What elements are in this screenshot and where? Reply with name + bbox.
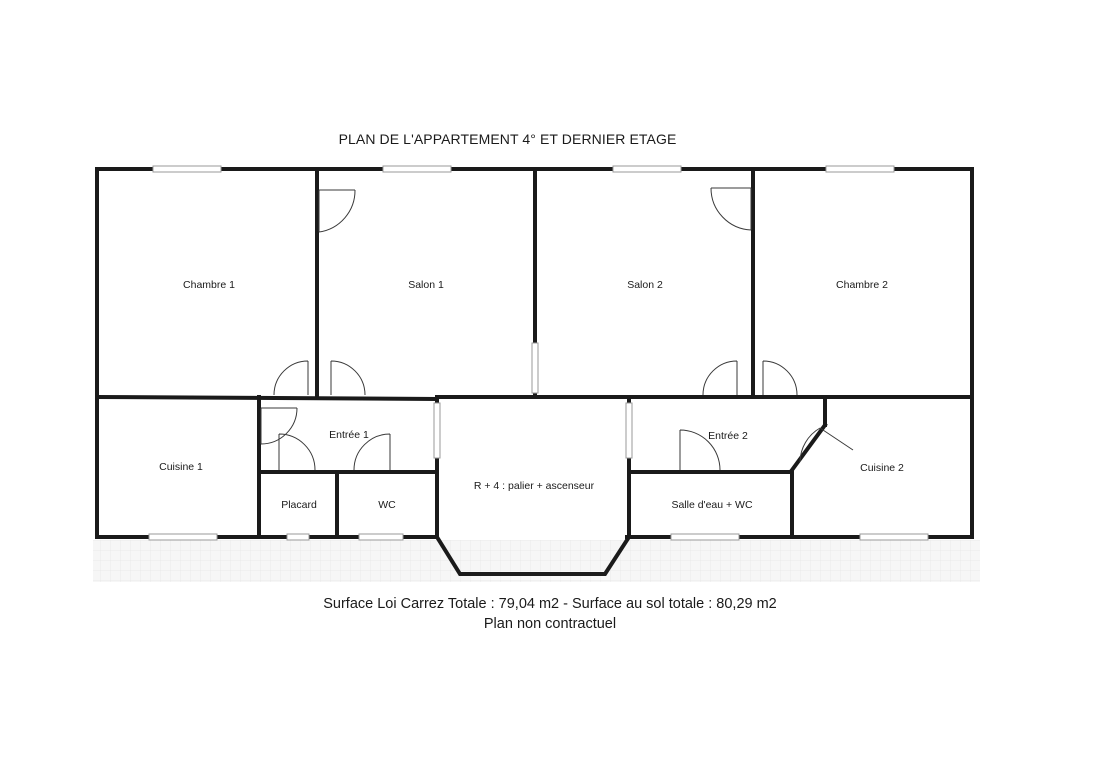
door-salon2-bottom bbox=[702, 360, 738, 396]
door-placard bbox=[278, 433, 316, 471]
door-wc bbox=[353, 433, 391, 471]
wall-mid-left bbox=[94, 394, 440, 402]
label-entree2: Entrée 2 bbox=[708, 430, 748, 442]
label-chambre1: Chambre 1 bbox=[183, 279, 235, 291]
door-chambre2 bbox=[762, 360, 798, 396]
windows bbox=[148, 165, 929, 541]
door-salle-eau bbox=[679, 429, 721, 471]
label-wc: WC bbox=[378, 499, 396, 511]
label-chambre2: Chambre 2 bbox=[836, 279, 888, 291]
door-salon1-top bbox=[318, 189, 356, 233]
label-entree1: Entrée 1 bbox=[329, 429, 369, 441]
surface-note: Surface Loi Carrez Totale : 79,04 m2 - S… bbox=[323, 596, 777, 612]
label-placard: Placard bbox=[281, 499, 317, 511]
disclaimer-note: Plan non contractuel bbox=[483, 616, 617, 632]
label-salon1: Salon 1 bbox=[408, 279, 444, 291]
label-salon2: Salon 2 bbox=[627, 279, 663, 291]
wall-cuisine2-diag bbox=[789, 422, 828, 473]
doors bbox=[260, 187, 854, 471]
plan-title: PLAN DE L'APPARTEMENT 4° ET DERNIER ETAG… bbox=[338, 131, 677, 147]
door-salon2-top bbox=[710, 187, 752, 231]
room-labels: Chambre 1 Salon 1 Salon 2 Chambre 2 Cuis… bbox=[159, 279, 904, 511]
door-cuisine2 bbox=[799, 427, 854, 463]
label-palier: R + 4 : palier + ascenseur bbox=[474, 480, 595, 492]
label-cuisine2: Cuisine 2 bbox=[860, 462, 904, 474]
label-salle-eau: Salle d'eau + WC bbox=[671, 499, 753, 511]
walls bbox=[94, 167, 974, 576]
door-chambre1 bbox=[273, 360, 309, 396]
door-entree1-left bbox=[260, 407, 298, 445]
label-cuisine1: Cuisine 1 bbox=[159, 461, 203, 473]
door-salon1-bottom bbox=[330, 360, 366, 396]
wall-palier-bay bbox=[434, 534, 632, 576]
